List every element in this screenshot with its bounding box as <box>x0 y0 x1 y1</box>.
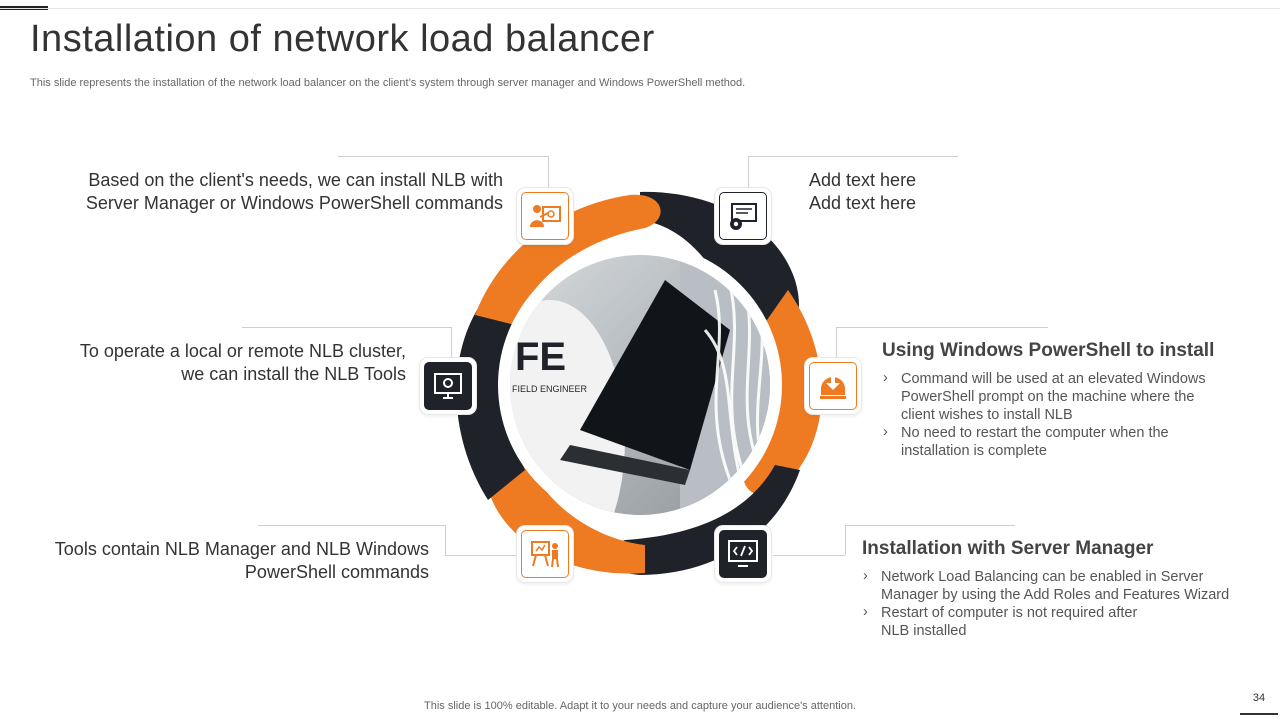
svg-text:FE: FE <box>515 335 566 379</box>
server-manager-install-heading: Installation with Server Manager <box>862 538 1154 559</box>
connector-line <box>445 525 446 555</box>
slide-footer-note: This slide is 100% editable. Adapt it to… <box>424 700 856 712</box>
connector-line <box>451 327 452 357</box>
presenter-screen-icon <box>530 205 561 227</box>
connector-line <box>258 525 446 526</box>
connector-line <box>845 525 1015 526</box>
page-number-underline <box>1240 713 1278 715</box>
monitor-settings-icon-box <box>420 358 476 414</box>
bullet-item: Restart of computer is not required afte… <box>861 603 1161 640</box>
left-item-text-2: To operate a local or remote NLB cluster… <box>79 341 406 384</box>
code-monitor-icon <box>728 540 758 567</box>
powershell-install-heading: Using Windows PowerShell to install <box>882 340 1215 361</box>
wheel-segment-orange <box>475 194 661 325</box>
connector-line <box>773 555 845 556</box>
connector-line <box>748 156 958 157</box>
connector-line <box>445 555 517 556</box>
connector-line <box>338 156 548 157</box>
bullet-item: No need to restart the computer when the… <box>881 423 1221 460</box>
process-wheel-graphic: FE FIELD ENGINEER <box>456 191 822 575</box>
server-manager-install-bullets: Network Load Balancing can be enabled in… <box>861 567 1246 640</box>
download-install-icon-box <box>805 358 861 414</box>
right-item-text-line-2: Add text here <box>809 193 917 213</box>
connector-line <box>845 525 846 555</box>
wheel-segment-dark <box>609 465 800 575</box>
download-install-icon <box>820 372 846 399</box>
monitor-gear-icon <box>730 203 757 230</box>
wheel-segment-orange <box>488 456 645 574</box>
monitor-gear-icon-box <box>715 188 771 244</box>
presentation-board-icon-box <box>517 526 573 582</box>
right-item-text-line-1: Add text here <box>809 170 917 190</box>
bullet-item: Command will be used at an elevated Wind… <box>881 369 1221 424</box>
left-item-text-1: Based on the client's needs, we can inst… <box>85 170 503 213</box>
presentation-board-icon <box>531 541 559 568</box>
monitor-settings-icon <box>434 373 462 399</box>
connector-line <box>748 156 749 188</box>
connector-line <box>836 327 837 357</box>
page-number: 34 <box>1252 692 1266 704</box>
bullet-item: Network Load Balancing can be enabled in… <box>861 567 1246 604</box>
code-monitor-icon-box <box>715 526 771 582</box>
slide-subtitle: This slide represents the installation o… <box>30 77 746 89</box>
left-item-text-3: Tools contain NLB Manager and NLB Window… <box>54 539 429 582</box>
presenter-screen-icon-box <box>517 188 573 244</box>
connector-line <box>242 327 452 328</box>
svg-text:FIELD ENGINEER: FIELD ENGINEER <box>512 384 588 394</box>
top-divider <box>0 8 1280 9</box>
powershell-install-bullets: Command will be used at an elevated Wind… <box>881 369 1221 460</box>
connector-line <box>548 156 549 188</box>
slide-title: Installation of network load balancer <box>30 18 655 60</box>
connector-line <box>836 327 1048 328</box>
